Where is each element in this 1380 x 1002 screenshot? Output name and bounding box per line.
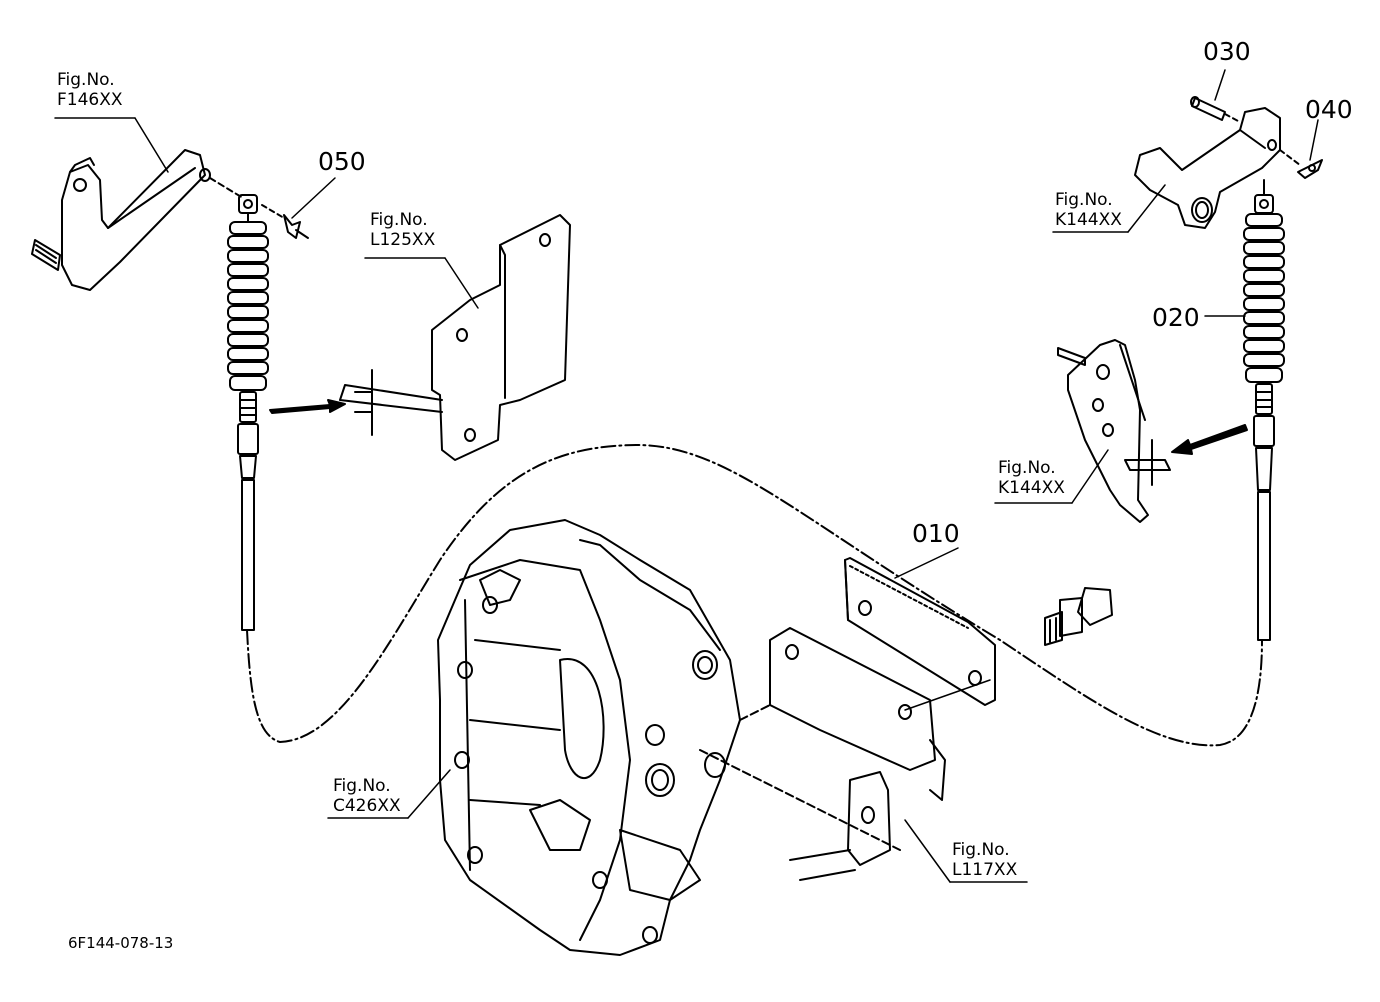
- clip-040: [1279, 149, 1323, 179]
- diagram-code: 6F144-078-13: [68, 934, 174, 952]
- ref-c426-label[interactable]: Fig.No. C426XX: [333, 776, 401, 816]
- right-cable-assembly-020: [1243, 179, 1285, 641]
- ref-k144-top-label[interactable]: Fig.No. K144XX: [1055, 190, 1122, 230]
- left-cable-end-assembly: [227, 194, 269, 631]
- arrow-right: [1171, 424, 1248, 455]
- bracket-l117: [699, 627, 946, 881]
- fig-prefix: Fig.No.: [952, 840, 1010, 860]
- pin-030: [1190, 96, 1241, 123]
- part-010-label[interactable]: 010: [912, 519, 960, 548]
- ref-l117-code: L117XX: [952, 860, 1018, 880]
- ref-l117-label[interactable]: Fig.No. L117XX: [952, 840, 1017, 880]
- arrow-left: [269, 399, 346, 414]
- ref-k144-mid-label[interactable]: Fig.No. K144XX: [998, 458, 1065, 498]
- bracket-k144-mid: [1057, 339, 1171, 523]
- ref-f146-code: F146XX: [57, 90, 123, 110]
- part-030-label[interactable]: 030: [1203, 37, 1251, 66]
- clip-050: [261, 204, 309, 239]
- ref-l125-code: L125XX: [370, 230, 436, 250]
- ref-k144-top-code: K144XX: [1055, 210, 1122, 230]
- left-lever-part: [31, 149, 244, 291]
- ref-k144-mid-code: K144XX: [998, 478, 1065, 498]
- control-cable: [246, 444, 1263, 747]
- part-040-label[interactable]: 040: [1305, 95, 1353, 124]
- fig-prefix: Fig.No.: [998, 458, 1056, 478]
- fig-prefix: Fig.No.: [57, 70, 115, 90]
- gearbox-housing-c426: [437, 519, 741, 956]
- plate-010: [844, 557, 996, 706]
- bracket-l125: [339, 214, 571, 461]
- fig-prefix: Fig.No.: [333, 776, 391, 796]
- bolt: [1044, 587, 1113, 646]
- ref-l125-label[interactable]: Fig.No. L125XX: [370, 210, 435, 250]
- part-050-label[interactable]: 050: [318, 147, 366, 176]
- fig-prefix: Fig.No.: [1055, 190, 1113, 210]
- right-top-lever: [1134, 107, 1281, 229]
- leader-lines: [54, 69, 1319, 883]
- ref-c426-code: C426XX: [333, 796, 401, 816]
- fig-prefix: Fig.No.: [370, 210, 428, 230]
- ref-f146-label[interactable]: Fig.No. F146XX: [57, 70, 123, 110]
- part-020-label[interactable]: 020: [1152, 303, 1200, 332]
